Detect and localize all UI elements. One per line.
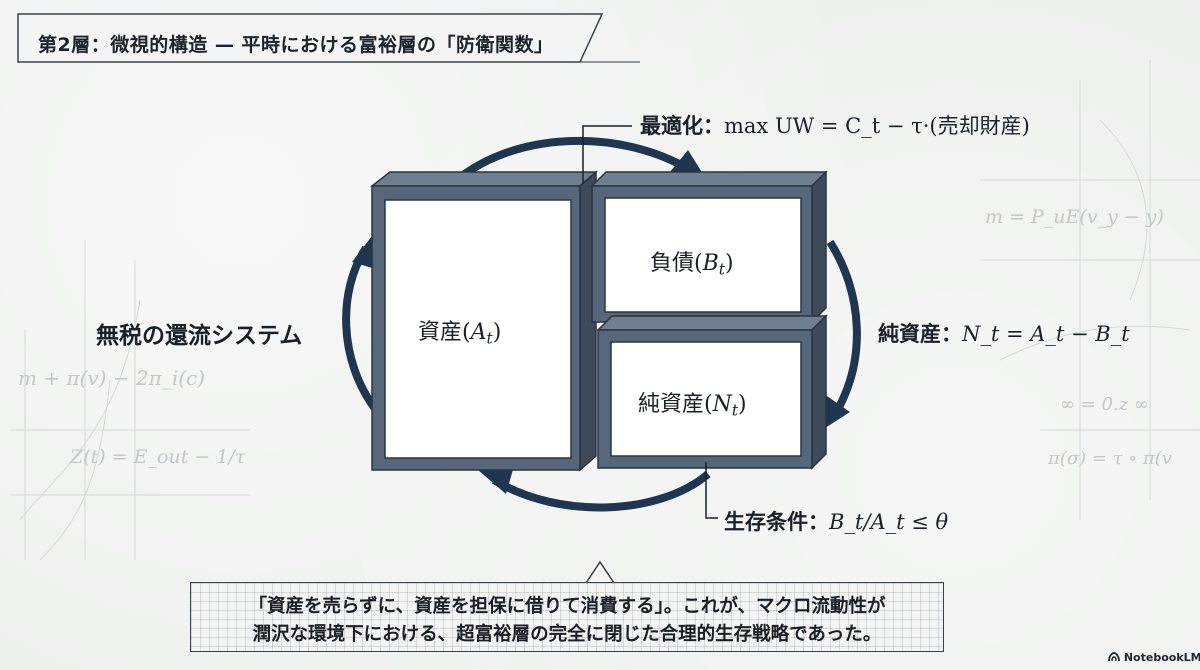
arrow-head-right — [822, 394, 850, 430]
optimization-annotation: 最適化：max UW = C_t − τ·(売却財産) — [640, 114, 1030, 138]
bg-formula-4: ∞ = 0.z ∞ — [1060, 394, 1149, 415]
optimization-leader — [582, 125, 632, 184]
caption-line-1: 「資産を売らずに、資産を担保に借りて消費する」。これが、マクロ流動性が — [248, 596, 886, 617]
equity-label: 純資産(Nt) — [638, 392, 747, 420]
bg-formula-2: m + π(v) − 2π_i(c) — [18, 366, 206, 390]
caption-pointer — [584, 560, 616, 584]
liabilities-box — [590, 170, 828, 324]
caption-box: 「資産を売らずに、資産を担保に借りて消費する」。これが、マクロ流動性が 潤沢な環… — [190, 582, 944, 652]
arrow-head-bottom — [478, 466, 514, 494]
notebooklm-logo: NotebookLM — [1108, 651, 1200, 664]
assets-label: 資産(At) — [418, 320, 502, 348]
caption-line-2: 潤沢な環境下における、超富裕層の完全に閉じた合理的生存戦略であった。 — [252, 624, 882, 645]
survival-leader — [705, 462, 718, 519]
assets-box — [369, 170, 598, 472]
title-tab — [17, 13, 640, 63]
survival-annotation: 生存条件：B_t/A_t ≤ θ — [724, 510, 949, 534]
bg-formula-5: π(σ) = τ ∘ π(v — [1048, 448, 1172, 469]
bg-formula-1: m = P_uE(v_y − y) — [985, 206, 1164, 228]
notebooklm-icon — [1108, 652, 1120, 662]
bg-formula-3: Z(t) = E_out − 1/τ — [70, 446, 246, 468]
liabilities-label: 負債(Bt) — [650, 251, 734, 279]
page-title: 第2層：微視的構造 — 平時における富裕層の「防衛関数」 — [38, 34, 554, 56]
net-worth-annotation: 純資産：N_t = A_t − B_t — [878, 322, 1130, 346]
equity-box — [596, 314, 828, 470]
tax-free-loop-label: 無税の還流システム — [96, 323, 303, 349]
